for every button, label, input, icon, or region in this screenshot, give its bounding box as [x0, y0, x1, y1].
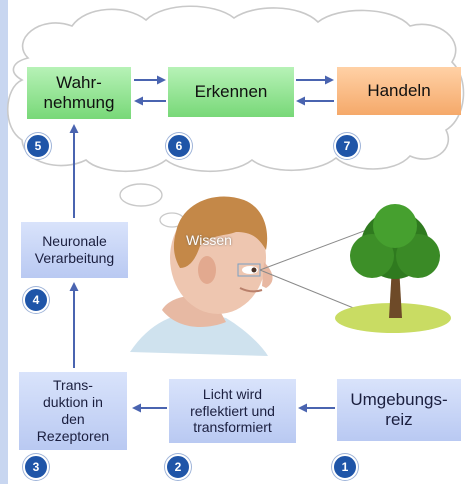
box-neuronale-label: Neuronale Verarbeitung [34, 233, 115, 266]
step-badge-2: 2 [165, 454, 191, 480]
box-wahrnehmung: Wahr- nehmung [27, 67, 131, 119]
box-umgebungsreiz-label: Umgebungs- reiz [350, 389, 448, 429]
left-sidebar-strip [0, 0, 8, 484]
step-badge-5: 5 [25, 133, 51, 159]
box-wahrnehmung-label: Wahr- nehmung [43, 72, 115, 112]
step-badge-1: 1 [332, 454, 358, 480]
box-transduktion-label: Trans- duktion in den Rezeptoren [36, 377, 110, 444]
box-transduktion: Trans- duktion in den Rezeptoren [19, 372, 127, 450]
thought-bubble-medium [119, 183, 163, 207]
step-badge-4: 4 [23, 287, 49, 313]
step-badge-7: 7 [334, 133, 360, 159]
box-handeln: Handeln [337, 67, 461, 115]
box-handeln-label: Handeln [367, 80, 431, 100]
box-neuronale-verarbeitung: Neuronale Verarbeitung [21, 222, 128, 278]
tree-illustration [335, 204, 451, 333]
box-umgebungsreiz: Umgebungs- reiz [337, 379, 461, 441]
box-erkennen: Erkennen [168, 67, 294, 117]
person-head-illustration [130, 196, 273, 356]
box-licht-label: Licht wird reflektiert und transformiert [190, 385, 275, 436]
box-erkennen-label: Erkennen [194, 81, 268, 101]
box-licht-reflektiert: Licht wird reflektiert und transformiert [169, 379, 296, 443]
wissen-label: Wissen [186, 232, 232, 248]
step-badge-3: 3 [23, 454, 49, 480]
step-badge-6: 6 [166, 133, 192, 159]
